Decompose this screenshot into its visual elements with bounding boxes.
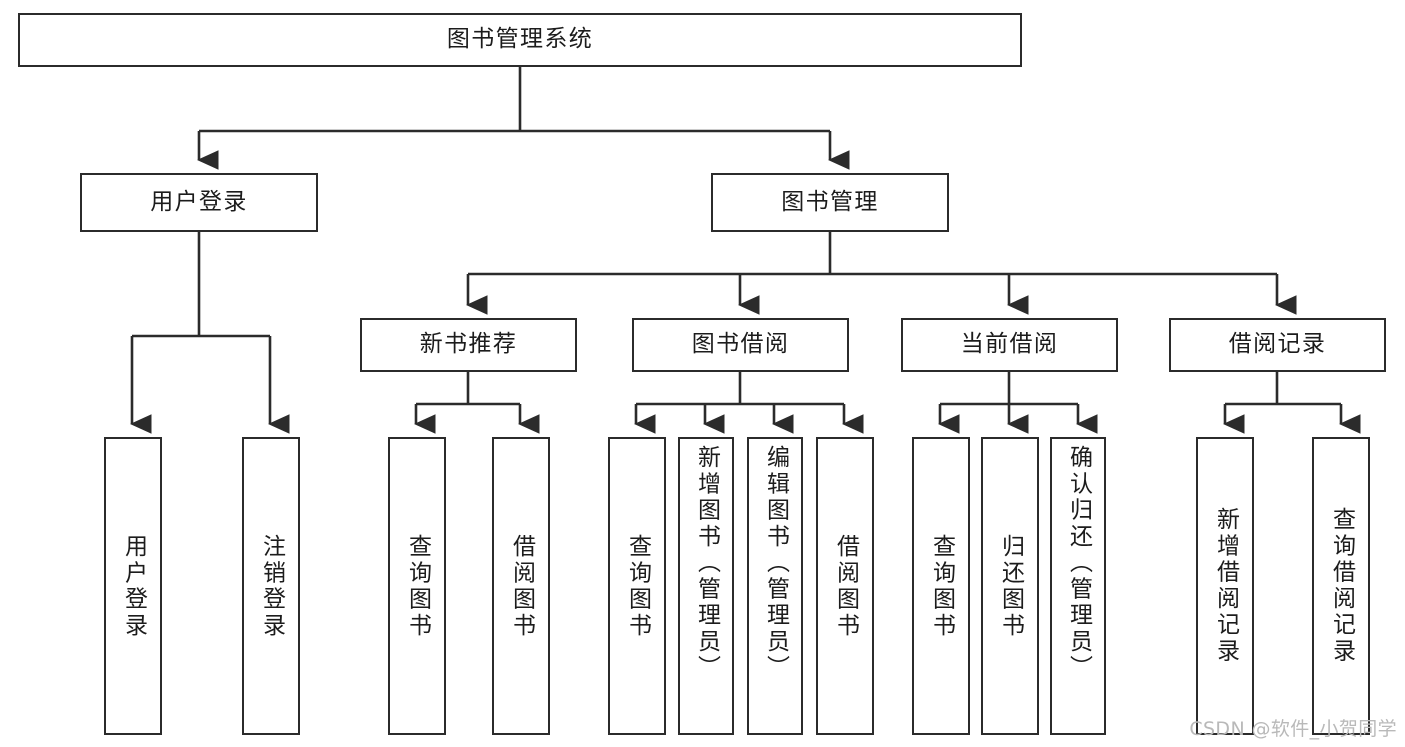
leaf-confirm-return-admin[interactable]: 确认归还（管理员） <box>1050 437 1106 735</box>
leaf-edit-book-admin[interactable]: 编辑图书（管理员） <box>747 437 803 735</box>
node-label: 当前借阅 <box>960 331 1059 358</box>
node-book-management-system[interactable]: 图书管理系统 <box>18 13 1022 67</box>
node-book-management[interactable]: 图书管理 <box>711 173 949 232</box>
leaf-user-login[interactable]: 用户登录 <box>104 437 162 735</box>
node-label: 注销登录 <box>258 533 285 639</box>
leaf-query-book-newbook[interactable]: 查询图书 <box>388 437 446 735</box>
node-label: 查询借阅记录 <box>1328 507 1355 665</box>
node-label: 新增图书（管理员） <box>693 445 720 681</box>
node-label: 图书管理系统 <box>446 26 594 53</box>
leaf-logout[interactable]: 注销登录 <box>242 437 300 735</box>
leaf-borrow-book-borrow[interactable]: 借阅图书 <box>816 437 874 735</box>
node-new-book-recommendation[interactable]: 新书推荐 <box>360 318 577 372</box>
node-label: 借阅记录 <box>1228 331 1327 358</box>
leaf-borrow-book-newbook[interactable]: 借阅图书 <box>492 437 550 735</box>
node-label: 用户登录 <box>120 533 147 639</box>
leaf-add-borrow-record[interactable]: 新增借阅记录 <box>1196 437 1254 735</box>
node-label: 新增借阅记录 <box>1212 507 1239 665</box>
leaf-query-book-current[interactable]: 查询图书 <box>912 437 970 735</box>
node-book-borrowing[interactable]: 图书借阅 <box>632 318 849 372</box>
node-label: 新书推荐 <box>419 331 518 358</box>
node-label: 借阅图书 <box>832 533 859 639</box>
leaf-add-book-admin[interactable]: 新增图书（管理员） <box>678 437 734 735</box>
node-label: 编辑图书（管理员） <box>762 445 789 681</box>
node-label: 图书借阅 <box>691 331 790 358</box>
node-label: 查询图书 <box>928 533 955 639</box>
node-current-borrowing[interactable]: 当前借阅 <box>901 318 1118 372</box>
node-label: 查询图书 <box>404 533 431 639</box>
leaf-return-book[interactable]: 归还图书 <box>981 437 1039 735</box>
node-label: 查询图书 <box>624 533 651 639</box>
node-label: 借阅图书 <box>508 533 535 639</box>
node-label: 用户登录 <box>150 188 248 215</box>
node-label: 归还图书 <box>997 533 1024 639</box>
node-label: 确认归还（管理员） <box>1065 445 1092 681</box>
node-label: 图书管理 <box>781 188 879 215</box>
csdn-watermark: CSDN @软件_小贺同学 <box>1189 718 1397 740</box>
leaf-query-book-borrow[interactable]: 查询图书 <box>608 437 666 735</box>
node-borrowing-records[interactable]: 借阅记录 <box>1169 318 1386 372</box>
leaf-query-borrow-record[interactable]: 查询借阅记录 <box>1312 437 1370 735</box>
node-user-login[interactable]: 用户登录 <box>80 173 318 232</box>
